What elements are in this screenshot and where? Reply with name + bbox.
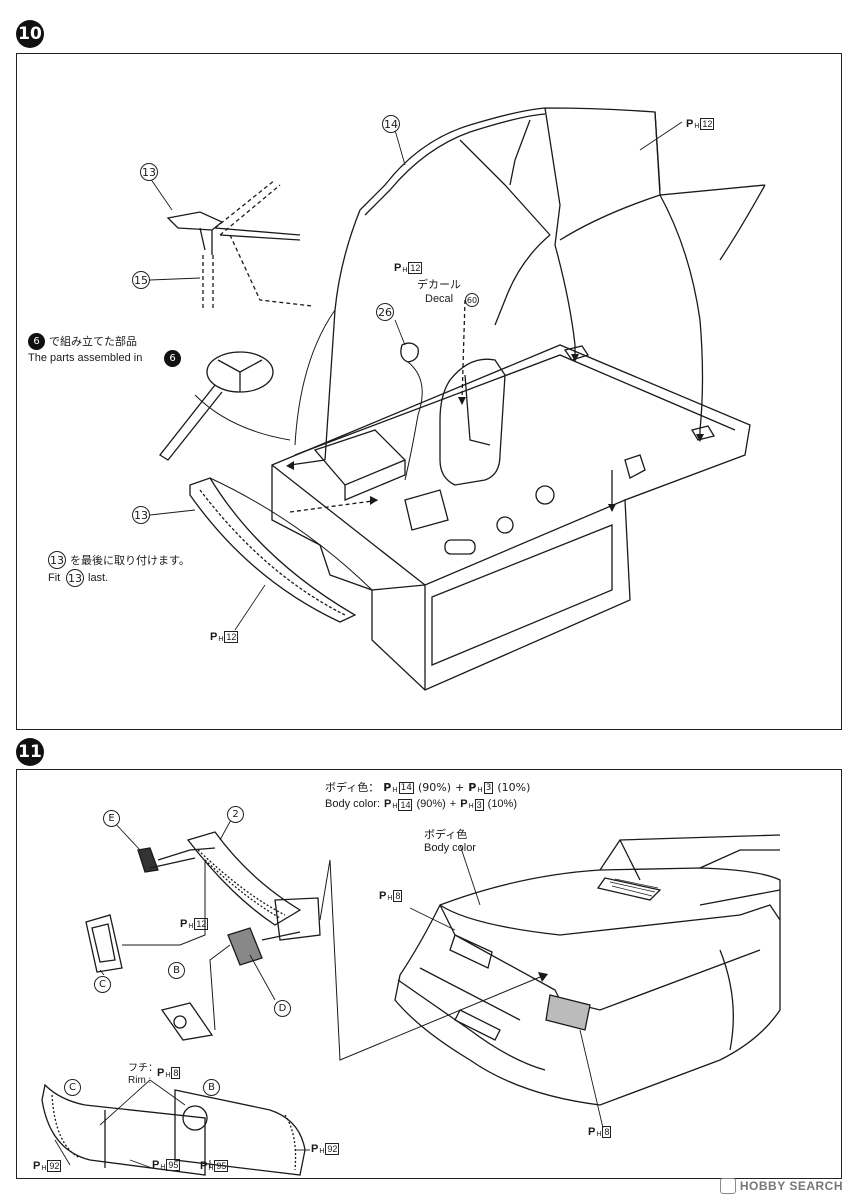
bumper-piece-c <box>42 1085 205 1175</box>
part-2-callout: 2 <box>227 806 244 823</box>
decal-label-en: Decal <box>425 293 454 305</box>
step-10-badge: 10 <box>16 20 44 48</box>
rim-label-jp: フチ： <box>128 1063 158 1074</box>
letter-c-callout-bottom: C <box>64 1079 81 1096</box>
body-color-note-en: Body color <box>424 842 476 854</box>
part-15-callout: 15 <box>132 271 150 289</box>
letter-b-callout-bottom: B <box>203 1079 220 1096</box>
fit-last-note-en-post: last. <box>88 572 109 584</box>
hobby-search-logo-icon <box>719 1178 736 1194</box>
part-13-callout-left: 13 <box>132 506 150 524</box>
assembled-note-jp: で組み立てた部品 <box>49 335 137 348</box>
part-14-callout: 14 <box>382 115 400 133</box>
fit-last-ref-en: 13 <box>66 569 84 587</box>
hobby-search-watermark: HOBBY SEARCH <box>719 1178 843 1194</box>
letter-b-callout-top: B <box>168 962 185 979</box>
letter-c-callout-top: C <box>94 976 111 993</box>
step-11-badge: 11 <box>16 738 44 766</box>
letter-e-callout: E <box>103 810 120 827</box>
fit-last-note-jp: を最後に取り付けます。 <box>70 554 190 567</box>
part-26-callout: 26 <box>376 303 394 321</box>
assembled-ref-badge-jp: 6 <box>28 333 45 350</box>
front-spoiler-part <box>190 478 355 622</box>
body-color-note-jp: ボディ色 <box>424 828 468 841</box>
roll-cage-tube <box>360 108 660 210</box>
seat-outline <box>440 359 505 485</box>
rim-label-en: Rim : <box>128 1075 152 1086</box>
assembled-note-en: The parts assembled in <box>28 352 143 364</box>
grille-part <box>188 832 300 925</box>
step-10-number: 10 <box>18 24 42 44</box>
letter-d-callout: D <box>274 1000 291 1017</box>
bumper-piece-b <box>175 1090 305 1175</box>
step-11-number: 11 <box>18 742 42 762</box>
assembled-ref-badge-en: 6 <box>164 350 181 367</box>
fit-last-note-en-pre: Fit <box>48 572 61 584</box>
part-13-callout-top: 13 <box>140 163 158 181</box>
decal-label-jp: デカール <box>417 278 461 291</box>
car-body-outline <box>395 868 780 1105</box>
decal-number: 60 <box>465 293 479 307</box>
fit-last-ref-jp: 13 <box>48 551 66 569</box>
